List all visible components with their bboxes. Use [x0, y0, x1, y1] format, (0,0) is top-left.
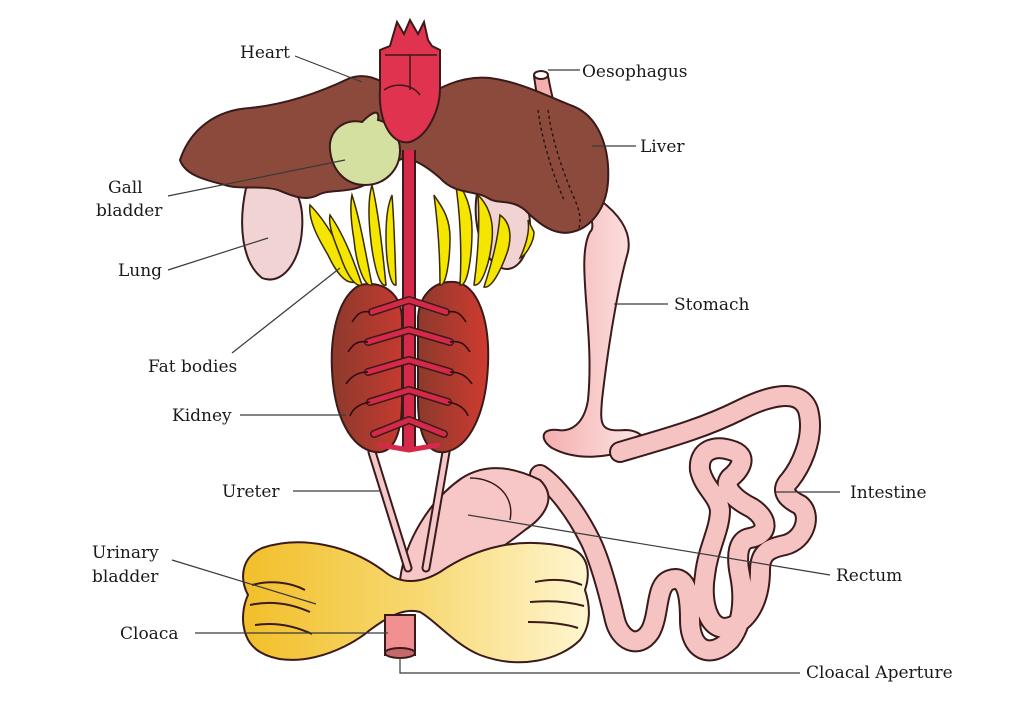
label-urinary-bladder-2: bladder	[92, 567, 159, 587]
label-kidney: Kidney	[172, 406, 232, 426]
label-stomach: Stomach	[674, 295, 749, 315]
label-fat-bodies: Fat bodies	[148, 357, 237, 377]
label-rectum: Rectum	[836, 566, 902, 586]
label-gall-bladder-2: bladder	[96, 201, 163, 221]
label-intestine: Intestine	[850, 483, 927, 503]
blood-vessels	[364, 150, 454, 453]
label-urinary-bladder-1: Urinary	[92, 543, 159, 563]
label-lung: Lung	[118, 261, 162, 281]
label-gall-bladder-1: Gall	[108, 178, 143, 198]
ureters	[367, 447, 451, 573]
label-ureter: Ureter	[222, 482, 280, 502]
label-heart: Heart	[240, 43, 290, 63]
kidneys	[330, 280, 490, 454]
urinary-bladder	[242, 541, 590, 664]
label-cloaca: Cloaca	[120, 624, 178, 644]
label-liver: Liver	[640, 137, 685, 157]
kidney-tubules	[345, 310, 473, 417]
label-oesophagus: Oesophagus	[582, 62, 687, 82]
intestine	[529, 385, 821, 662]
labels: Heart Oesophagus Liver Gall bladder Lung…	[92, 43, 953, 683]
cloaca	[384, 614, 416, 659]
fat-bodies	[309, 177, 535, 288]
label-cloacal-aperture: Cloacal Aperture	[806, 663, 953, 683]
leader-lines	[167, 55, 840, 674]
stomach	[532, 70, 645, 458]
heart	[378, 17, 441, 144]
